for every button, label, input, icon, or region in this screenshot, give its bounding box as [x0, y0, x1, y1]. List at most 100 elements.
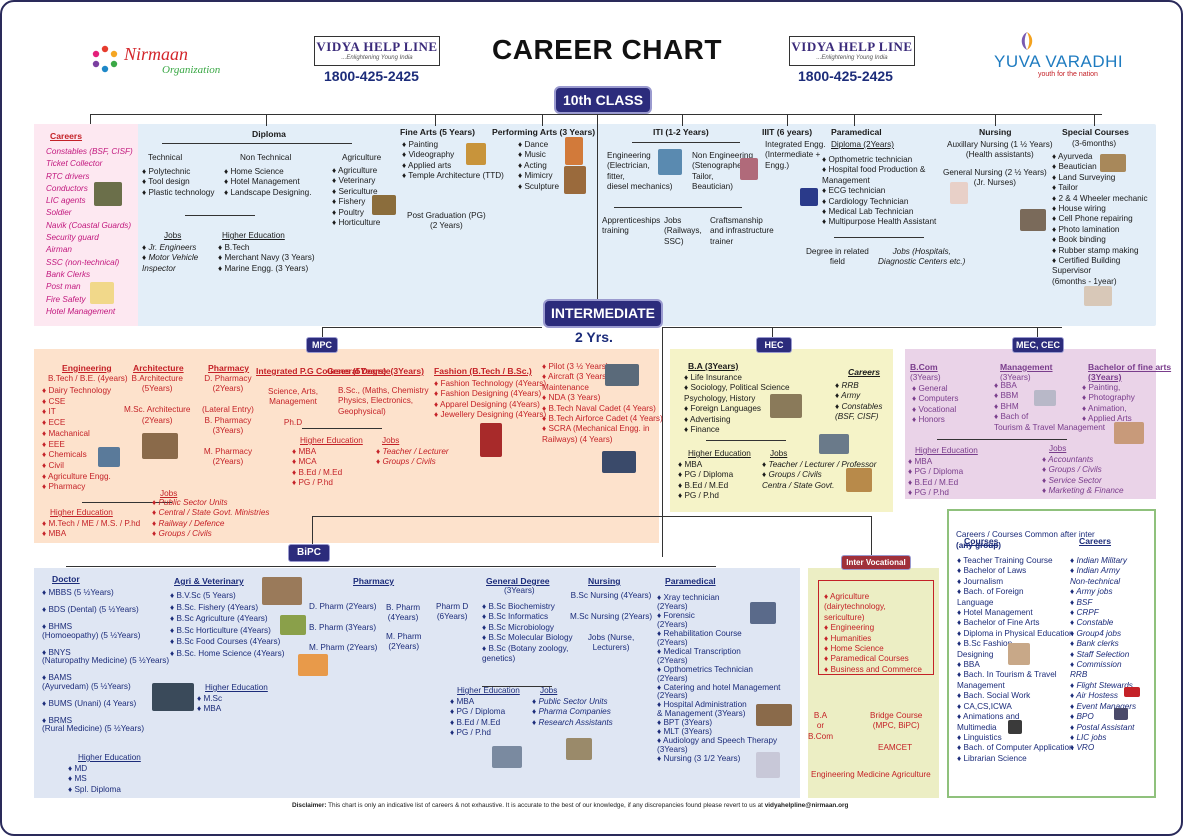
yuva-logo: YUVA VARADHI youth for the nation [994, 30, 1134, 82]
photo-nurse-icon [950, 182, 968, 204]
bipc-doctor-title: Doctor [52, 574, 80, 584]
mec-mgmt-title: Management [1000, 362, 1053, 372]
common-title: Careers / Courses Common after inter (an… [956, 520, 1095, 551]
iti-craftsmanship: Craftsmanship and infrastructure trainer [710, 216, 774, 246]
mpc-higher2-title: Higher Education [50, 508, 113, 517]
photo-ship-icon [602, 451, 636, 473]
mpc-fashion-title: Fashion (B.Tech / B.Sc.) [434, 366, 532, 376]
common-courses-list: ♦ Teacher Training Course ♦ Bachelor of … [957, 556, 1074, 763]
bipc-general-list: ♦ B.Sc Biochemistry ♦ B.Sc Informatics ♦… [482, 602, 573, 664]
mec-pill: MEC, CEC [1012, 337, 1064, 353]
mpc-engineering-title: Engineering [62, 363, 112, 373]
photo-xray-icon [750, 602, 776, 624]
mpc-jobs2-list: ♦ Public Sector Units ♦ Central / State … [152, 498, 270, 539]
bipc-doctor-higher-title: Higher Education [78, 753, 141, 762]
performing-arts-title: Performing Arts (3 Years) [492, 127, 596, 137]
photo-field-icon [280, 615, 306, 635]
paramedical-title: Paramedical [831, 127, 882, 137]
connector [706, 440, 786, 441]
photo-tailor-icon [740, 158, 758, 180]
connector [662, 327, 663, 557]
vidya-tagline: ...Enlightening Young India [341, 55, 413, 61]
phone-left: 1800-425-2425 [324, 68, 419, 84]
mpc-general-title: General Degree(3Years) [327, 366, 424, 376]
connector [854, 114, 855, 126]
vocational-list-box [818, 580, 934, 675]
mec-mgmt-list: ♦ BBA ♦ BBM ♦ BHM ♦ Bach of Tourism & Tr… [994, 381, 1106, 432]
performing-arts-list: ♦ Dance ♦ Music ♦ Acting ♦ Mimicry ♦ Scu… [518, 140, 560, 191]
connector [937, 439, 1067, 440]
hec-careers-list: ♦ RRB ♦ Army ♦ Constables (BSF, CISF) [835, 381, 883, 422]
connector [322, 327, 323, 339]
mpc-architecture-list: B.Architecture (5Years) M.Sc. Architectu… [124, 374, 191, 425]
photo-airhostess-icon [1124, 687, 1140, 697]
photo-research-icon [566, 738, 592, 760]
bipc-paramedical-list: ♦ Xray technician (2Years) ♦ Forensic (2… [657, 593, 781, 764]
bipc-pharmacy-m2: M. Pharm (2Years) [386, 632, 422, 652]
common-region [947, 509, 1156, 798]
vocational-list: ♦ Agriculture (dairytechnology, sericult… [824, 592, 922, 674]
bipc-pharmacy-pd: Pharm D (6Years) [436, 602, 469, 622]
yuva-name: YUVA VARADHI [994, 52, 1124, 71]
vocational-ba: B.A or B.Com [808, 711, 834, 741]
connector [995, 114, 996, 126]
diploma-technical-list: ♦ Polytechnic ♦ Tool design ♦ Plastic te… [142, 167, 215, 197]
vidya-tagline: ...Enlightening Young India [816, 55, 888, 61]
hec-careers-title: Careers [848, 367, 881, 377]
photo-books-icon [770, 394, 802, 418]
mpc-integrated-list: Science, Arts, Management Ph.D [268, 387, 319, 428]
mpc-jobs2-title: Jobs [160, 489, 178, 498]
photo-stamp-icon [1084, 286, 1112, 306]
photo-architecture-icon [142, 433, 178, 459]
paramedical-diploma: Diploma (2Years) [831, 140, 894, 149]
disclaimer-label: Disclaimer: [292, 802, 327, 809]
connector [322, 327, 542, 328]
connector [482, 686, 552, 687]
yuva-tagline: youth for the nation [1038, 71, 1098, 78]
vocational-bridge: Bridge Course (MPC, BiPC) [870, 711, 923, 731]
photo-workshop-icon [1020, 209, 1046, 231]
hec-ba-list: ♦ Life Insurance ♦ Sociology, Political … [684, 373, 790, 435]
bipc-agri-higher-title: Higher Education [205, 683, 268, 692]
special-courses-subtitle: (3-6months) [1072, 139, 1117, 148]
hec-jobs-list: ♦ Teacher / Lecturer / Professor ♦ Group… [762, 460, 877, 490]
common-careers-list: ♦ Indian Military ♦ Indian Army Non-tech… [1070, 556, 1137, 753]
connector [834, 237, 924, 238]
mpc-jobs-list: ♦ Teacher / Lecturer ♦ Groups / Civils [376, 447, 449, 467]
fine-arts-list: ♦ Painting ♦ Videography ♦ Applied arts … [402, 140, 504, 181]
vidya-logo-right: VIDYA HELP LINE ...Enlightening Young In… [789, 36, 915, 66]
common-title-text: Careers / Courses Common after inter [956, 530, 1095, 540]
tenth-careers-list: Constables (BSF, CISF) Ticket Collector … [46, 147, 133, 316]
diploma-agriculture-list: ♦ Agriculture ♦ Veterinary ♦ Sericulture… [332, 166, 381, 228]
mec-bcom-list: ♦ General ♦ Computers ♦ Vocational ♦ Hon… [912, 384, 959, 425]
photo-vocational-icon [1008, 643, 1030, 665]
diploma-higher-list: ♦ B.Tech ♦ Merchant Navy (3 Years) ♦ Mar… [218, 243, 315, 273]
photo-media-icon [1008, 720, 1022, 734]
disclaimer-email[interactable]: vidyahelpline@nirmaan.org [764, 802, 849, 809]
photo-food-icon [298, 654, 328, 676]
bipc-general-jobs-list: ♦ Public Sector Units ♦ Pharma Companies… [532, 697, 613, 727]
mpc-jobs-title: Jobs [382, 436, 400, 445]
mpc-pharmacy-title: Pharmacy [208, 363, 250, 373]
mec-bcom-title: B.Com [910, 362, 938, 372]
diploma-jobs-list: ♦ Jr. Engineers ♦ Motor Vehicle Inspecto… [142, 243, 199, 273]
photo-lab-icon [492, 746, 522, 768]
mpc-defence-list: ♦ Pilot (3 ½ Years) ♦ Aircraft (3 Years)… [542, 362, 663, 444]
intermediate-pill: INTERMEDIATE [543, 299, 663, 328]
intermediate-duration: 2 Yrs. [575, 329, 613, 345]
photo-artist-icon [1114, 422, 1144, 444]
mpc-pharmacy-list: D. Pharmacy (2Years) (Lateral Entry) B. … [202, 374, 254, 467]
connector [266, 114, 267, 126]
photo-fashion-icon [480, 423, 502, 457]
connector [1094, 114, 1095, 126]
bipc-pharmacy-b: B. Pharm (3Years) [309, 623, 377, 632]
vocational-eamcet: EAMCET [878, 743, 913, 752]
iiit-title: IIIT (6 years) [762, 127, 813, 137]
vocational-region [808, 568, 939, 798]
careers-panel [34, 124, 138, 326]
diploma-agriculture-title: Agriculture [342, 153, 382, 162]
common-title-bold: (any group) [956, 540, 1002, 550]
vidya-logo-left: VIDYA HELP LINE ...Enlightening Young In… [314, 36, 440, 66]
nirmaan-name: Nirmaan [124, 44, 189, 64]
